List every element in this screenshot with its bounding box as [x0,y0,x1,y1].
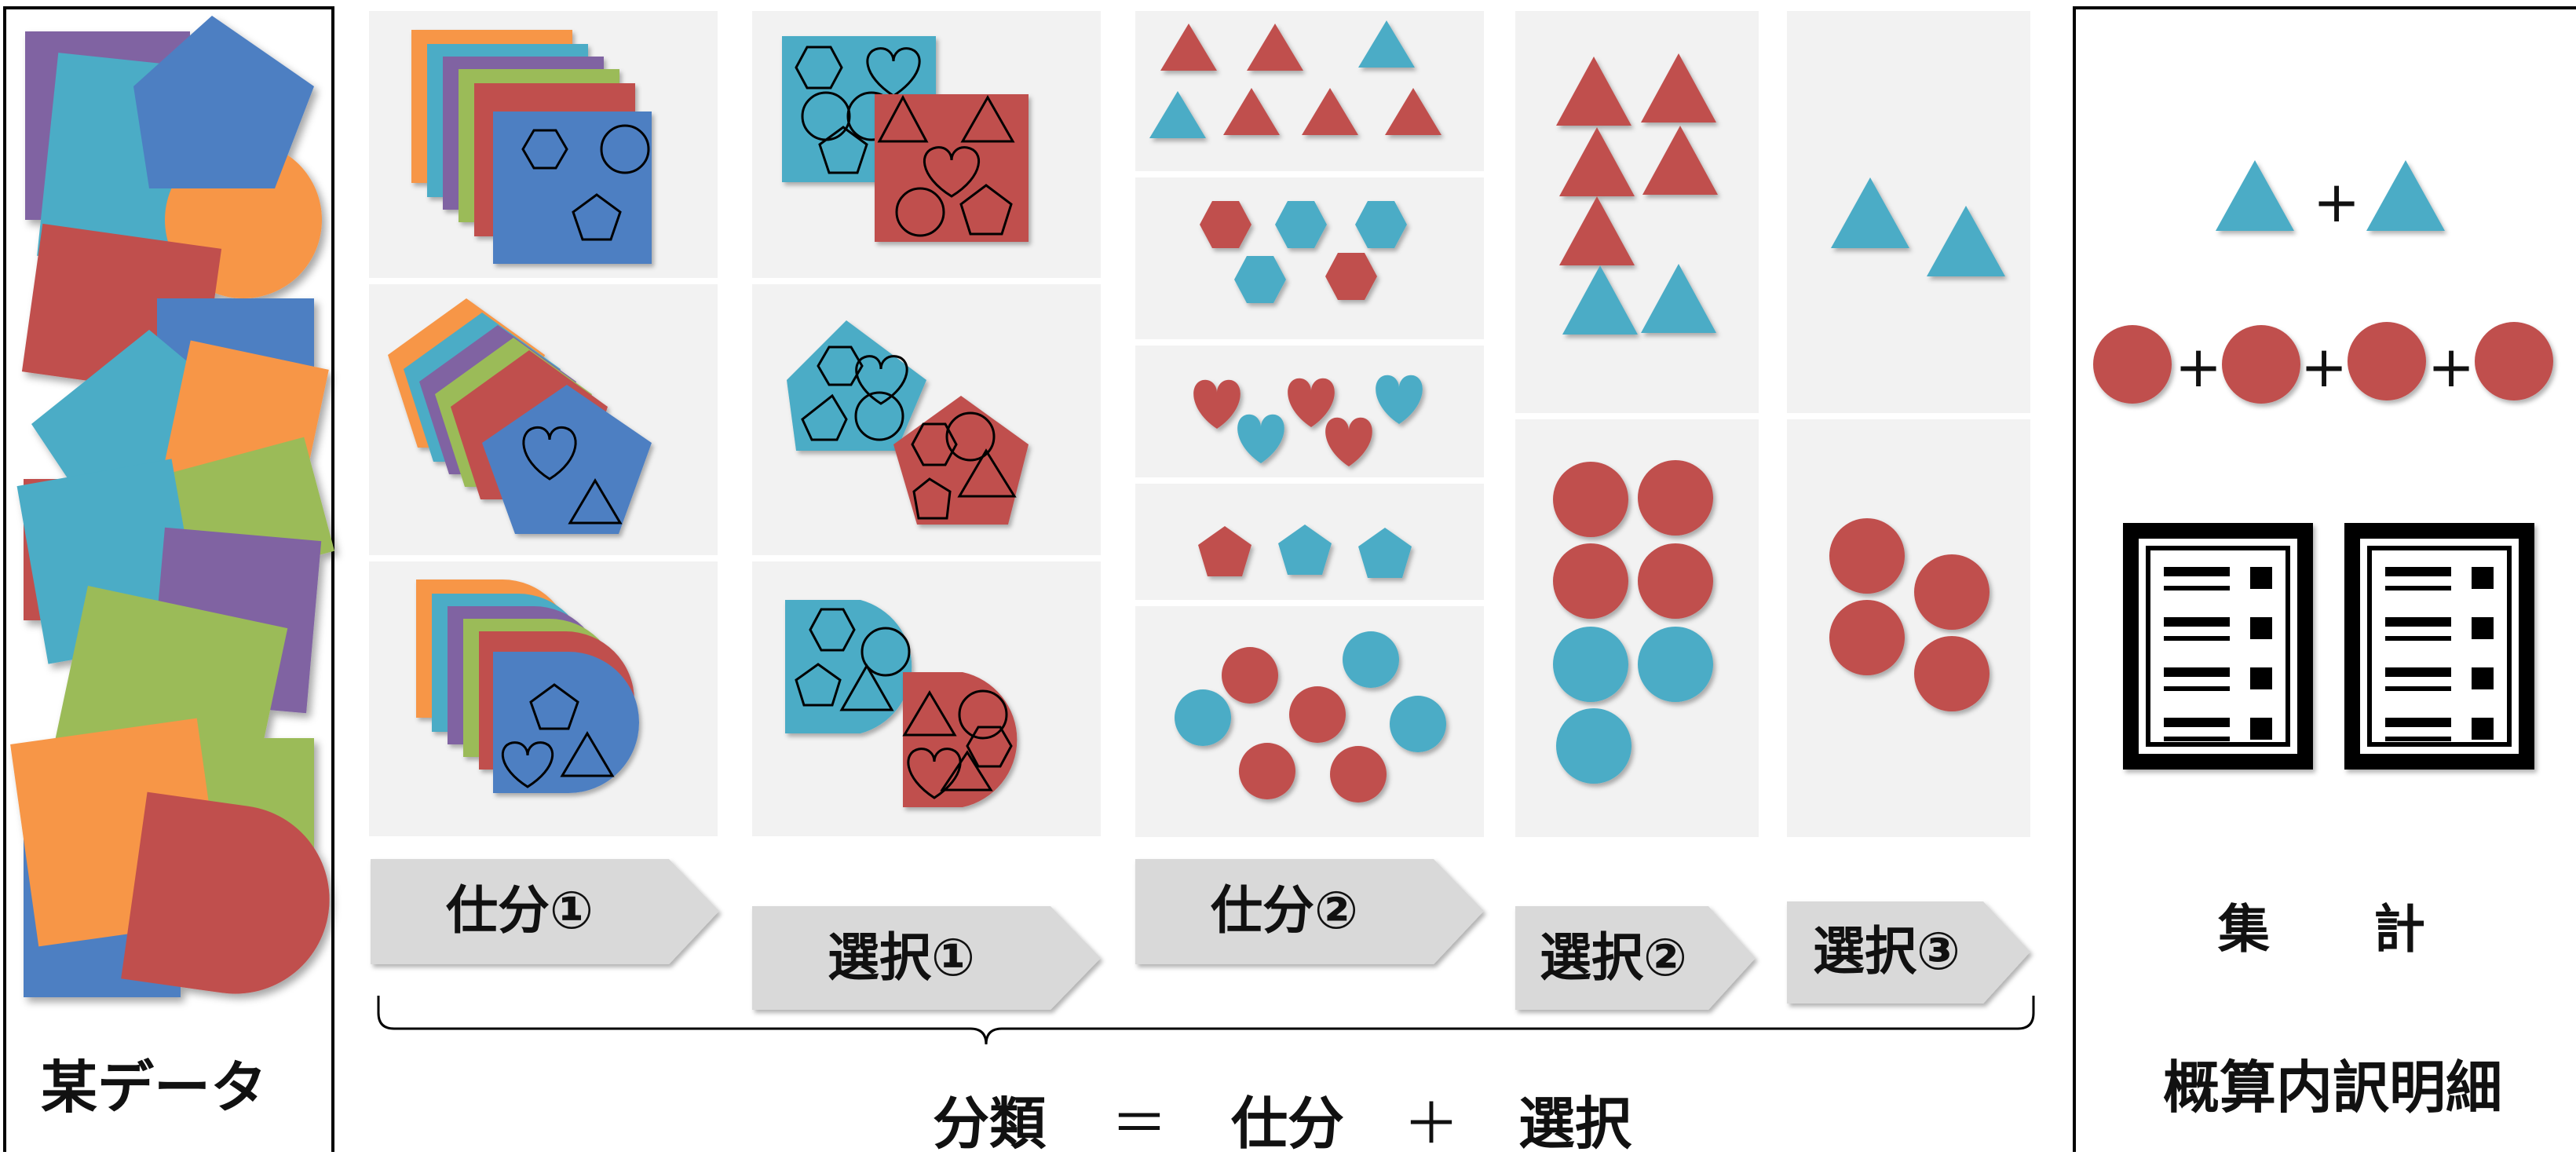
grouping-brace [378,996,2033,1044]
sort2-column [1135,11,1484,837]
step-label-sort2: 仕分② [1135,879,1434,942]
step-label-select2: 選択② [1515,927,1712,989]
plus-sign: + [2428,334,2475,400]
formula-term-select: 選択 [1496,1088,1653,1159]
formula-term-sort: 仕分 [1209,1088,1366,1159]
raw-data-label: 某データ [41,1055,267,1121]
document-icon [2131,531,2305,762]
plus-sign: + [2313,169,2360,235]
select1-column [752,11,1101,836]
sort1-column [369,11,718,836]
step-label-total: 集 計 [2093,898,2550,961]
step-label-sort1: 仕分① [371,879,669,942]
formula-plus: ＋ [1388,1088,1474,1159]
step-label-select3: 選択③ [1787,920,1986,983]
document-icon [2352,531,2527,762]
estimate-label: 概算内訳明細 [2088,1052,2576,1123]
plus-sign: + [2300,334,2348,400]
formula-equals: ＝ [1096,1088,1182,1159]
formula-term-classification: 分類 [911,1088,1068,1159]
select2-column [1515,11,1759,837]
step-label-select1: 選択① [752,927,1050,989]
plus-sign: + [2175,334,2222,400]
select3-column [1787,11,2030,837]
raw-data-shapes [10,16,342,1006]
